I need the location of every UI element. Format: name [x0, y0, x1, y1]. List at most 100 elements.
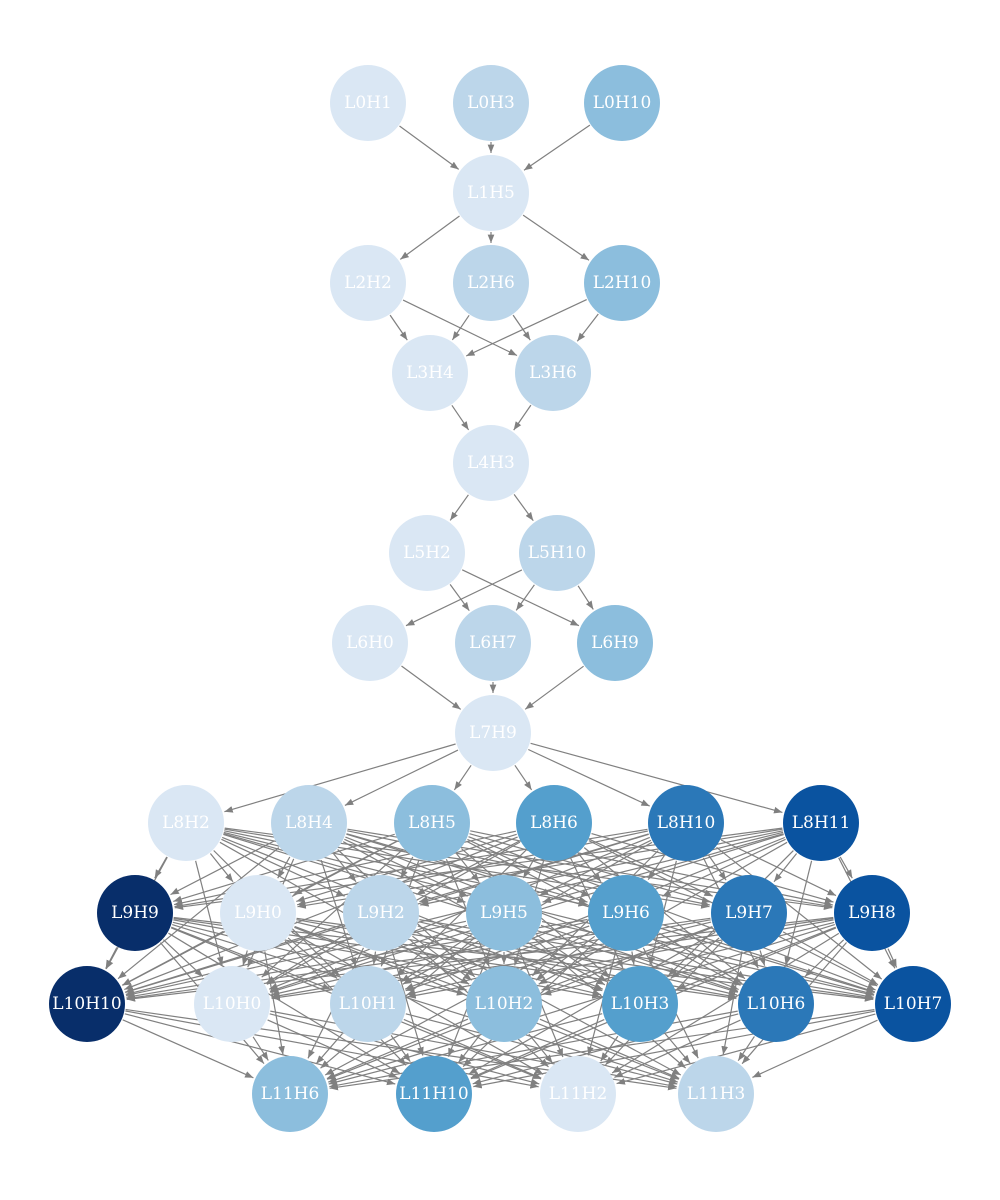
- node-label: L2H2: [344, 273, 392, 293]
- node-label: L11H3: [687, 1084, 746, 1104]
- node-L10H2: L10H2: [466, 966, 542, 1042]
- edge-L5H10-to-L6H9: [577, 585, 594, 610]
- edge-L8H10-to-L10H0: [268, 836, 651, 990]
- node-label: L5H10: [528, 543, 587, 563]
- node-circle: [466, 875, 542, 951]
- edge-L9H5-to-L10H0: [269, 924, 468, 992]
- node-circle: [49, 966, 125, 1042]
- edge-L10H10-to-L11H10: [124, 1013, 396, 1086]
- node-label: L4H3: [467, 453, 515, 473]
- node-circle: [396, 1056, 472, 1132]
- edge-L9H9-to-L11H10: [168, 932, 401, 1074]
- node-circle: [602, 966, 678, 1042]
- edge-L8H2-to-L10H7: [223, 831, 875, 996]
- edge-L8H5-to-L10H7: [468, 836, 876, 991]
- node-L8H5: L8H5: [394, 785, 470, 861]
- edge-L10H2-to-L11H6: [326, 1018, 469, 1080]
- node-circle: [738, 966, 814, 1042]
- node-label: L10H6: [747, 994, 806, 1014]
- node-label: L2H10: [593, 273, 652, 293]
- node-circle: [148, 785, 224, 861]
- edge-L7H9-to-L8H4: [344, 749, 459, 806]
- node-label: L10H0: [203, 994, 262, 1014]
- node-label: L5H2: [403, 543, 451, 563]
- edge-L5H2-to-L6H7: [449, 584, 470, 612]
- node-circle: [453, 245, 529, 321]
- node-L0H10: L0H10: [584, 65, 660, 141]
- node-label: L10H7: [884, 994, 943, 1014]
- node-L9H9: L9H9: [97, 875, 173, 951]
- node-circle: [834, 875, 910, 951]
- edge-L8H5-to-L10H0: [261, 848, 404, 978]
- edge-L10H2-to-L11H2: [528, 1033, 554, 1064]
- edge-L5H10-to-L6H0: [405, 569, 523, 627]
- node-L11H2: L11H2: [540, 1056, 616, 1132]
- node-L9H8: L9H8: [834, 875, 910, 951]
- node-label: L2H6: [467, 273, 515, 293]
- edge-L3H6-to-L4H3: [513, 404, 532, 431]
- node-label: L0H10: [593, 93, 652, 113]
- node-label: L10H1: [339, 994, 398, 1014]
- edge-L7H9-to-L8H11: [530, 742, 783, 814]
- node-circle: [343, 875, 419, 951]
- node-label: L11H2: [549, 1084, 608, 1104]
- edge-L8H11-to-L9H7: [773, 853, 798, 883]
- edge-L10H0-to-L11H10: [267, 1019, 398, 1079]
- edge-L9H2-to-L10H1: [371, 951, 379, 965]
- edge-L9H2-to-L10H10: [125, 923, 344, 993]
- edge-L9H0-to-L11H6: [264, 951, 285, 1055]
- edge-L9H2-to-L10H0: [265, 932, 349, 984]
- node-L10H3: L10H3: [602, 966, 678, 1042]
- edge-L9H9-to-L10H2: [172, 921, 466, 996]
- node-circle: [577, 605, 653, 681]
- edge-L6H9-to-L7H9: [524, 665, 584, 710]
- node-circle: [453, 155, 529, 231]
- edge-L9H6-to-L10H2: [535, 935, 596, 981]
- edge-L2H10-to-L3H4: [465, 299, 587, 357]
- edge-L9H8-to-L11H2: [611, 932, 840, 1074]
- node-L6H0: L6H0: [332, 605, 408, 681]
- edge-L9H6-to-L10H3: [629, 951, 636, 965]
- node-circle: [516, 785, 592, 861]
- edge-L10H0-to-L11H2: [269, 1013, 540, 1086]
- node-L6H9: L6H9: [577, 605, 653, 681]
- edge-L7H9-to-L8H10: [528, 748, 650, 807]
- edge-L1H5-to-L2H2: [399, 215, 460, 260]
- edge-L2H6-to-L3H4: [451, 314, 470, 341]
- node-circle: [678, 1056, 754, 1132]
- node-L6H7: L6H7: [455, 605, 531, 681]
- node-L5H2: L5H2: [389, 515, 465, 591]
- node-L11H6: L11H6: [252, 1056, 328, 1132]
- edge-L8H5-to-L9H9: [173, 833, 395, 903]
- node-L10H6: L10H6: [738, 966, 814, 1042]
- node-L7H9: L7H9: [455, 695, 531, 771]
- node-L10H7: L10H7: [875, 966, 951, 1042]
- node-L11H3: L11H3: [678, 1056, 754, 1132]
- edge-L2H2-to-L3H4: [389, 314, 408, 341]
- node-circle: [271, 785, 347, 861]
- node-L3H6: L3H6: [515, 335, 591, 411]
- edge-L8H4-to-L10H6: [345, 836, 739, 991]
- edge-L8H2-to-L9H9: [154, 856, 168, 879]
- edge-L8H10-to-L9H8: [720, 839, 837, 897]
- node-label: L7H9: [469, 723, 517, 743]
- edge-L7H9-to-L8H2: [224, 743, 456, 813]
- node-L8H10: L8H10: [648, 785, 724, 861]
- node-circle: [392, 335, 468, 411]
- edge-L9H2-to-L11H3: [415, 930, 682, 1076]
- node-circle: [330, 245, 406, 321]
- node-L9H2: L9H2: [343, 875, 419, 951]
- node-circle: [194, 966, 270, 1042]
- node-L9H0: L9H0: [220, 875, 296, 951]
- node-circle: [584, 245, 660, 321]
- edge-L9H6-to-L11H6: [324, 930, 592, 1076]
- edge-L8H4-to-L9H9: [170, 840, 275, 896]
- node-label: L11H10: [399, 1084, 468, 1104]
- edge-L10H10-to-L11H6: [122, 1019, 254, 1079]
- node-L8H11: L8H11: [783, 785, 859, 861]
- node-label: L10H3: [611, 994, 670, 1014]
- edge-L9H0-to-L10H10: [122, 930, 224, 986]
- node-L2H6: L2H6: [453, 245, 529, 321]
